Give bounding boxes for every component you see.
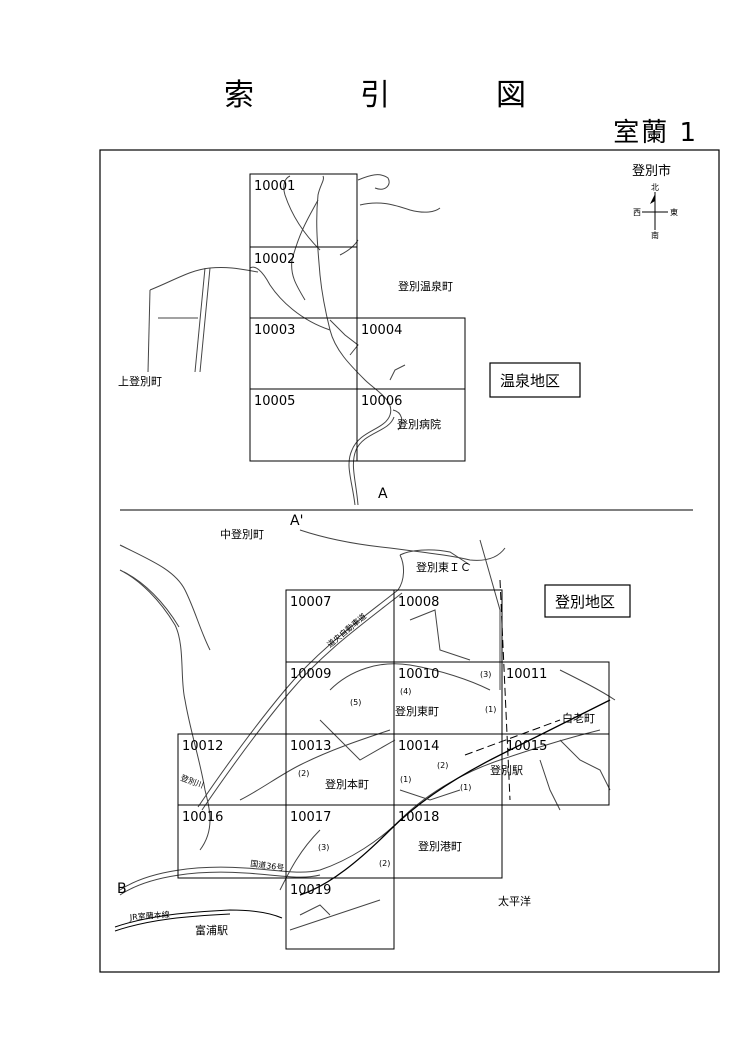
area-number: (4) <box>400 687 411 696</box>
place-label-hon-town: 登別本町 <box>325 777 369 791</box>
compass-east: 東 <box>670 207 678 217</box>
area-number: (2) <box>437 761 448 770</box>
tile-label: 10010 <box>398 667 439 682</box>
compass-north: 北 <box>651 183 659 192</box>
tile-label: 10017 <box>290 810 331 825</box>
section-mark-b: B <box>117 881 127 897</box>
place-label-jr-line: JR室蘭本線 <box>128 909 170 922</box>
district-box-noboribetsu: 登別地区 <box>544 584 631 618</box>
tile-label: 10005 <box>254 394 295 409</box>
tile-10019[interactable] <box>285 877 395 950</box>
tile-10006[interactable] <box>356 388 466 462</box>
area-number: (3) <box>318 843 329 852</box>
tile-label: 10007 <box>290 595 331 610</box>
compass-west: 西 <box>633 208 641 217</box>
section-mark-a: A <box>378 486 388 502</box>
tile-label: 10011 <box>506 667 547 682</box>
boundary-line <box>464 719 561 756</box>
north-arrow-icon <box>650 194 655 204</box>
place-label-river: 登別川 <box>179 772 205 790</box>
tile-label: 10009 <box>290 667 331 682</box>
area-number: (1) <box>485 705 496 714</box>
noboribetsu-roads <box>114 529 616 932</box>
onsen-tile-labels: 10001 10002 10003 10004 10005 10006 <box>254 179 402 409</box>
onsen-roads <box>147 174 441 506</box>
area-number: (3) <box>480 670 491 679</box>
tile-label: 10002 <box>254 252 295 267</box>
area-number: (1) <box>400 775 411 784</box>
area-number: (2) <box>379 859 390 868</box>
area-number: (1) <box>460 783 471 792</box>
district-box-onsen: 温泉地区 <box>489 362 581 398</box>
place-label-route36: 国道36号 <box>250 858 285 873</box>
tile-label: 10004 <box>361 323 402 338</box>
place-label-pacific: 太平洋 <box>498 894 531 908</box>
area-number: (2) <box>298 769 309 778</box>
tile-label: 10018 <box>398 810 439 825</box>
district-label-noboribetsu: 登別地区 <box>555 593 615 611</box>
tile-label: 10019 <box>290 883 331 898</box>
tile-label: 10015 <box>506 739 547 754</box>
place-label-onsen-town: 登別温泉町 <box>398 279 453 293</box>
place-label-hospital: 登別病院 <box>397 417 441 431</box>
noboribetsu-tile-grid <box>177 589 610 950</box>
noboribetsu-tile-labels: 10007 10008 10009 10010 10011 10012 1001… <box>182 595 547 898</box>
place-label-port-town: 登別港町 <box>418 839 462 853</box>
place-label-kami-town: 上登別町 <box>118 374 162 388</box>
district-label-onsen: 温泉地区 <box>500 372 560 390</box>
compass-rose: 登別市 北 南 東 西 <box>632 163 678 240</box>
tile-label: 10012 <box>182 739 223 754</box>
section-mark-a-prime: A' <box>290 513 303 529</box>
map-sheet-label: 室蘭 1 <box>613 118 698 148</box>
city-label: 登別市 <box>632 163 671 179</box>
place-label-station: 登別駅 <box>490 763 523 777</box>
page-title: 索 引 図 <box>224 78 564 113</box>
tile-10018[interactable] <box>393 804 503 879</box>
place-label-east-town: 登別東町 <box>395 704 439 718</box>
tile-label: 10001 <box>254 179 295 194</box>
area-number: (5) <box>350 698 361 707</box>
compass-south: 南 <box>651 230 659 240</box>
place-label-expressway: 道央自動車道 <box>325 611 368 650</box>
place-label-shiroi-town: 白老町 <box>562 711 595 725</box>
tile-label: 10006 <box>361 394 402 409</box>
place-label-tomiura-station: 富浦駅 <box>195 923 228 937</box>
place-label-ic: 登別東ＩＣ <box>416 560 471 574</box>
tile-label: 10003 <box>254 323 295 338</box>
map-frame <box>99 149 720 973</box>
tile-label: 10013 <box>290 739 331 754</box>
tile-label: 10016 <box>182 810 223 825</box>
tile-label: 10014 <box>398 739 439 754</box>
place-label-naka-town: 中登別町 <box>220 527 264 541</box>
onsen-tile-grid <box>249 173 466 462</box>
tile-10015[interactable] <box>501 733 610 806</box>
tile-label: 10008 <box>398 595 439 610</box>
